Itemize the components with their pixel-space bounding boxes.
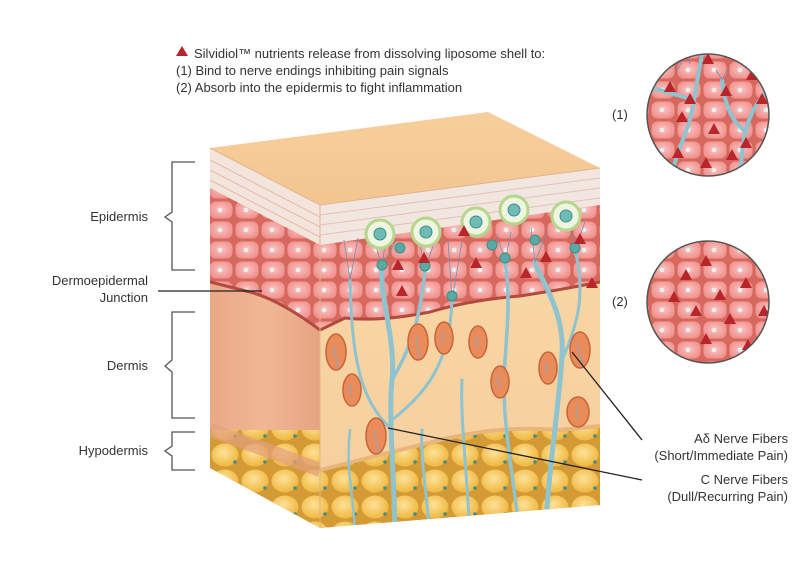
skin-front-face — [320, 168, 600, 528]
sensory-corpuscles — [325, 321, 591, 455]
caption-line-1: Silvidiol™ nutrients release from dissol… — [194, 46, 545, 61]
label-a-delta-1: Aδ Nerve Fibers — [694, 431, 788, 446]
label-c-fiber-1: C Nerve Fibers — [701, 472, 789, 487]
label-c-fiber-2: (Dull/Recurring Pain) — [667, 489, 788, 504]
nutrient-triangle-icon — [176, 46, 188, 56]
skin-block — [209, 112, 601, 528]
nerve-nodes — [376, 234, 581, 302]
layer-labels: Epidermis Dermoepidermal Junction Dermis… — [52, 161, 262, 471]
leader-a-delta — [571, 351, 643, 441]
caption-line-2: (1) Bind to nerve endings inhibiting pai… — [176, 63, 449, 78]
label-junction-1: Dermoepidermal — [52, 273, 148, 288]
caption-line-3: (2) Absorb into the epidermis to fight i… — [176, 80, 462, 95]
skin-top-face — [210, 112, 600, 205]
label-dermis: Dermis — [107, 358, 149, 373]
brace-dermis — [164, 311, 195, 419]
inset-1: (1) — [612, 53, 770, 177]
caption: Silvidiol™ nutrients release from dissol… — [176, 46, 545, 95]
inset-1-label: (1) — [612, 107, 628, 122]
label-a-delta-2: (Short/Immediate Pain) — [654, 448, 788, 463]
skin-left-face — [210, 148, 320, 528]
label-hypodermis: Hypodermis — [79, 443, 149, 458]
brace-epidermis — [163, 161, 195, 271]
inset-2: (2) — [612, 240, 770, 364]
fiber-labels: Aδ Nerve Fibers (Short/Immediate Pain) C… — [387, 351, 789, 504]
inset-2-label: (2) — [612, 294, 628, 309]
liposomes — [364, 194, 582, 250]
nerve-endings — [343, 219, 586, 301]
nutrient-triangles — [392, 225, 598, 296]
label-epidermis: Epidermis — [90, 209, 148, 224]
leader-c-fiber — [387, 427, 643, 481]
label-junction-2: Junction — [100, 290, 148, 305]
brace-hypodermis — [163, 431, 195, 471]
